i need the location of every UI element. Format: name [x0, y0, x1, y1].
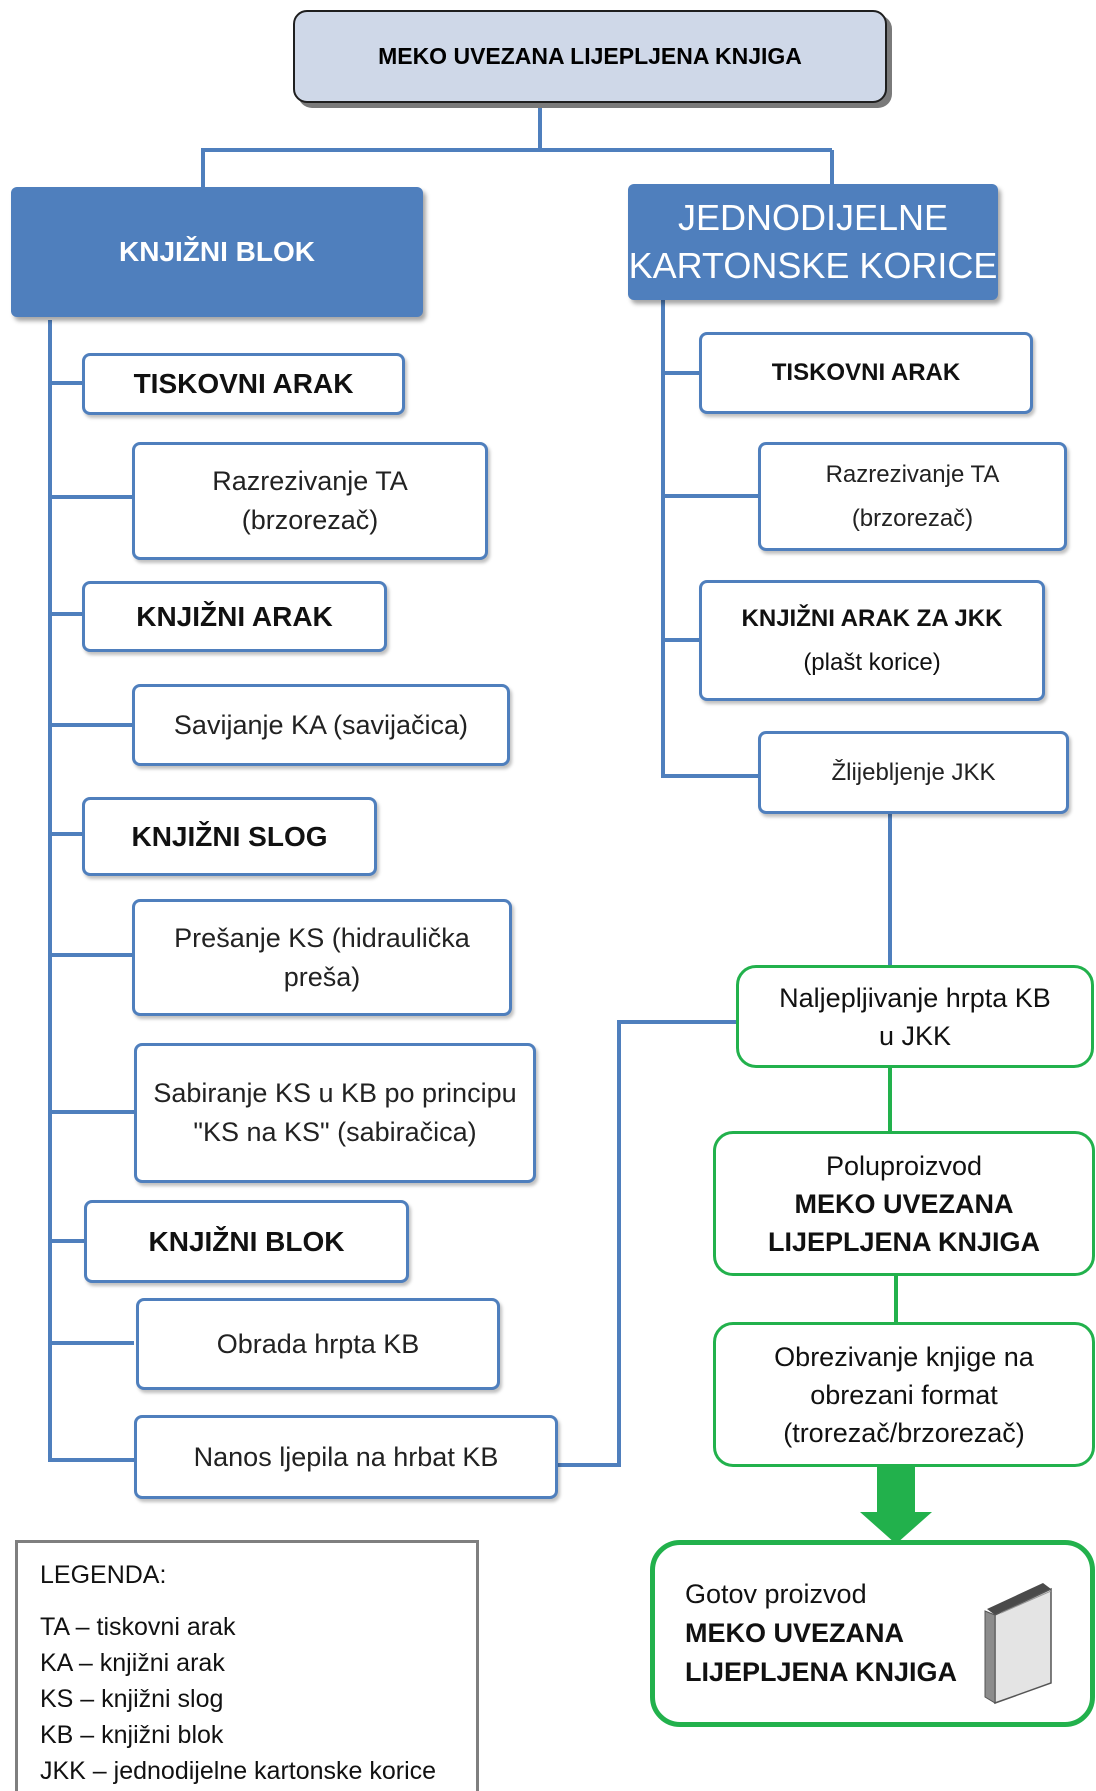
right-header-box: JEDNODIJELNE KARTONSKE KORICE — [628, 184, 998, 300]
top-title-box: MEKO UVEZANA LIJEPLJENA KNJIGA — [293, 10, 887, 103]
glue-step-box: Naljepljivanje hrpta KB u JKK — [736, 965, 1094, 1068]
semi-product-box: Poluproizvod MEKO UVEZANA LIJEPLJENA KNJ… — [713, 1131, 1095, 1276]
legend-entry: KB – knjižni blok — [40, 1721, 224, 1749]
page-title: MEKO UVEZANA LIJEPLJENA KNJIGA — [378, 43, 802, 69]
final-product-name-line2: LIJEPLJENA KNJIGA — [685, 1657, 958, 1687]
semi-product-label: Poluproizvod — [825, 1150, 983, 1181]
step-label: KNJIŽNI SLOG — [131, 820, 328, 852]
step-label: TISKOVNI ARAK — [771, 359, 961, 386]
step-label: TISKOVNI ARAK — [133, 368, 354, 399]
connector-block-to-glue — [558, 1020, 738, 1467]
legend-entry: KS – knjižni slog — [40, 1685, 224, 1713]
glue-step-label: Naljepljivanje hrpta KB u JKK — [779, 982, 1051, 1051]
left-header-label: KNJIŽNI BLOK — [119, 236, 315, 267]
right-header-label: JEDNODIJELNE KARTONSKE KORICE — [628, 197, 998, 286]
step-label: KNJIŽNI ARAK ZA JKK — [741, 604, 1003, 632]
right-step-zlijebljenje: Žlijebljenje JKK — [758, 731, 1069, 814]
right-step-knjizni-arak-jkk: KNJIŽNI ARAK ZA JKK (plašt korice) — [699, 580, 1045, 701]
semi-product-name: MEKO UVEZANA LIJEPLJENA KNJIGA — [767, 1188, 1041, 1257]
right-step-tiskovni-arak: TISKOVNI ARAK — [699, 332, 1033, 414]
step-label: Nanos ljepila na hrbat KB — [193, 1441, 499, 1472]
final-product-name-line1: MEKO UVEZANA — [685, 1618, 905, 1648]
step-label: Razrezivanje TA (brzorezač) — [825, 460, 1000, 532]
left-step-tiskovni-arak: TISKOVNI ARAK — [82, 353, 405, 415]
trim-step-label: Obrezivanje knjige na obrezani format (t… — [774, 1341, 1034, 1448]
left-step-savijanje: Savijanje KA (savijačica) — [132, 684, 510, 766]
right-step-razrezivanje: Razrezivanje TA (brzorezač) — [758, 442, 1067, 551]
left-header-box: KNJIŽNI BLOK — [11, 187, 423, 317]
step-label: Žlijebljenje JKK — [831, 758, 996, 786]
left-step-obrada-hrpta: Obrada hrpta KB — [136, 1298, 500, 1390]
legend-box: LEGENDA: TA – tiskovni arak KA – knjižni… — [15, 1540, 479, 1791]
step-label: Obrada hrpta KB — [216, 1328, 420, 1359]
book-icon — [984, 1583, 1052, 1705]
left-step-knjizni-arak: KNJIŽNI ARAK — [82, 581, 387, 652]
step-sublabel: (plašt korice) — [803, 648, 941, 676]
left-spine — [48, 320, 134, 1462]
left-step-sabiranje: Sabiranje KS u KB po principu "KS na KS"… — [134, 1043, 536, 1183]
right-spine — [661, 300, 759, 778]
legend-entry: KA – knjižni arak — [40, 1649, 225, 1677]
left-step-knjizni-slog: KNJIŽNI SLOG — [82, 797, 377, 876]
legend-entry: TA – tiskovni arak — [40, 1613, 236, 1641]
step-label: KNJIŽNI ARAK — [136, 600, 333, 632]
step-label: Savijanje KA (savijačica) — [173, 709, 469, 740]
step-label: KNJIŽNI BLOK — [148, 1225, 345, 1257]
legend-entry: JKK – jednodijelne kartonske korice — [40, 1757, 437, 1785]
down-arrow-icon — [860, 1467, 932, 1544]
left-step-knjizni-blok: KNJIŽNI BLOK — [84, 1200, 409, 1283]
connector-top-split — [201, 100, 542, 188]
step-label: Razrezivanje TA (brzorezač) — [212, 466, 408, 535]
left-step-presanje: Prešanje KS (hidraulička preša) — [132, 899, 512, 1016]
left-step-nanos-ljepila: Nanos ljepila na hrbat KB — [134, 1415, 558, 1499]
left-step-razrezivanje: Razrezivanje TA (brzorezač) — [132, 442, 488, 560]
step-label: Sabiranje KS u KB po principu "KS na KS"… — [153, 1078, 517, 1147]
final-product-label: Gotov proizvod — [685, 1579, 867, 1609]
step-label: Prešanje KS (hidraulička preša) — [174, 922, 470, 992]
trim-step-box: Obrezivanje knjige na obrezani format (t… — [713, 1322, 1095, 1467]
legend-title: LEGENDA: — [40, 1561, 167, 1589]
